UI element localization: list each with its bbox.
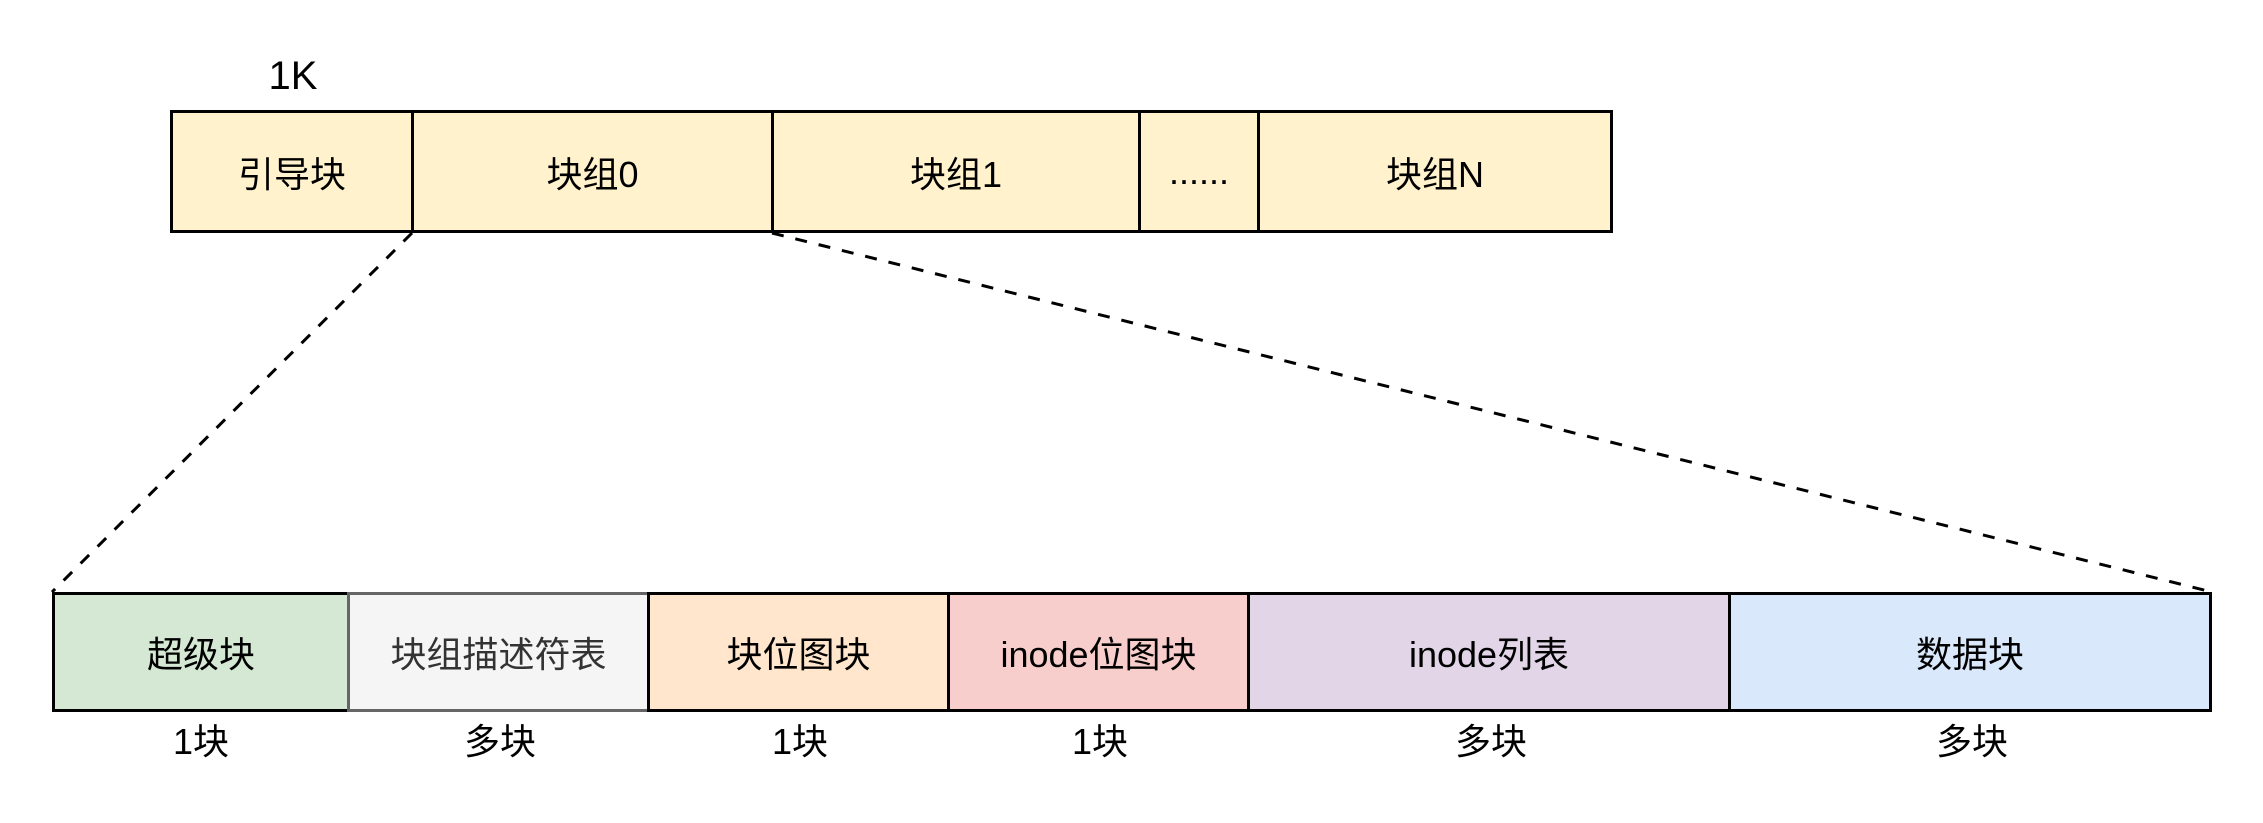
block-size-label: 1K bbox=[268, 54, 318, 98]
segment-inode-list: inode列表 bbox=[1247, 592, 1731, 712]
segment-group-descriptor-table: 块组描述符表 bbox=[347, 592, 650, 712]
count-super-block: 1块 bbox=[172, 721, 230, 762]
segment-block-bitmap: 块位图块 bbox=[647, 592, 950, 712]
count-inode-bitmap: 1块 bbox=[1071, 721, 1129, 762]
segment-block-group-1: 块组1 bbox=[774, 113, 1141, 230]
left-dashed-connector-line bbox=[50, 231, 414, 594]
segment-boot-block: 引导块 bbox=[173, 113, 414, 230]
count-data-blocks: 多块 bbox=[1935, 721, 2008, 762]
block-group-detail-bar: 超级块 块组描述符表 块位图块 inode位图块 inode列表 数据块 bbox=[52, 592, 2212, 712]
count-block-bitmap: 1块 bbox=[771, 721, 829, 762]
right-dashed-connector-line bbox=[771, 231, 2213, 594]
segment-data-blocks: 数据块 bbox=[1728, 592, 2212, 712]
segment-block-group-0: 块组0 bbox=[414, 113, 774, 230]
segment-super-block: 超级块 bbox=[52, 592, 350, 712]
count-group-descriptor-table: 多块 bbox=[463, 721, 536, 762]
segment-ellipsis: ...... bbox=[1141, 113, 1260, 230]
disk-layout-bar: 引导块 块组0 块组1 ...... 块组N bbox=[170, 110, 1613, 233]
segment-block-group-n: 块组N bbox=[1260, 113, 1610, 230]
segment-inode-bitmap: inode位图块 bbox=[947, 592, 1250, 712]
count-inode-list: 多块 bbox=[1454, 721, 1527, 762]
